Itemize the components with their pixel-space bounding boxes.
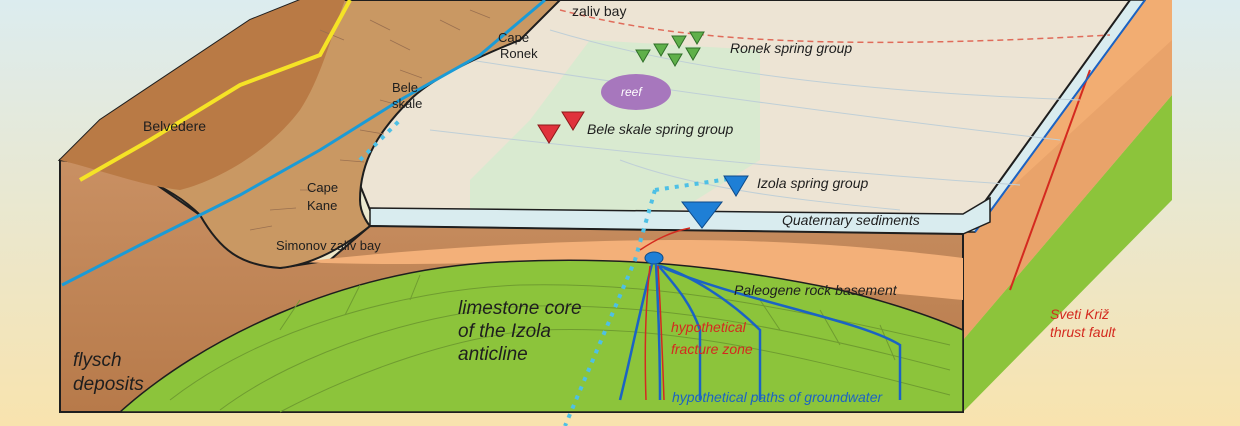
fracture-zone-label-2: fracture zone [671,341,753,357]
limestone-core-label-2: of the Izola [458,321,551,342]
quaternary-sediments-label: Quaternary sediments [782,212,920,228]
izola-spring-group-label: Izola spring group [757,175,869,191]
bele-skale-label-1: Bele [392,80,418,95]
paleogene-rock-basement-label: Paleogene rock basement [734,282,898,298]
section-line [358,118,736,426]
bele-skale-spring-group-symbols [537,111,585,144]
top-surface [348,0,1132,234]
izola-spring-group-symbols [644,175,749,265]
limestone-core-label-3: anticline [458,344,528,365]
cape-kane-label-1: Cape [307,180,338,195]
zaliv-bay-label: zaliv bay [572,3,626,19]
bele-skale-label-2: skale [392,96,422,111]
belvedere-label: Belvedere [143,118,206,134]
groundwater-paths-label: hypothetical paths of groundwater [672,389,883,405]
land-hills [57,0,562,287]
block-side-face [961,0,1172,412]
fracture-zone-label-1: hypothetical [671,319,747,335]
ronek-spring-group-symbols [635,31,705,67]
bele-skale-spring-group-label: Bele skale spring group [587,121,734,137]
thrust-fault-label-1: Sveti Križ [1050,306,1109,322]
flysch-deposits-label-1: flysch [73,350,122,371]
cape-ronek-label-2: Ronek [500,46,538,61]
cape-kane-label-2: Kane [307,198,337,213]
reef-label: reef [621,85,643,99]
flysch-deposits-label-2: deposits [73,374,144,395]
reef-shape [601,74,671,110]
fracture-zone-lines [639,227,691,401]
thrust-fault-label-2: thrust fault [1050,324,1116,340]
simonov-zaliv-bay-label: Simonov zaliv bay [276,238,381,253]
cape-ronek-label-1: Cape [498,30,529,45]
ronek-spring-group-label: Ronek spring group [730,40,852,56]
limestone-core-label-1: limestone core [458,298,582,319]
